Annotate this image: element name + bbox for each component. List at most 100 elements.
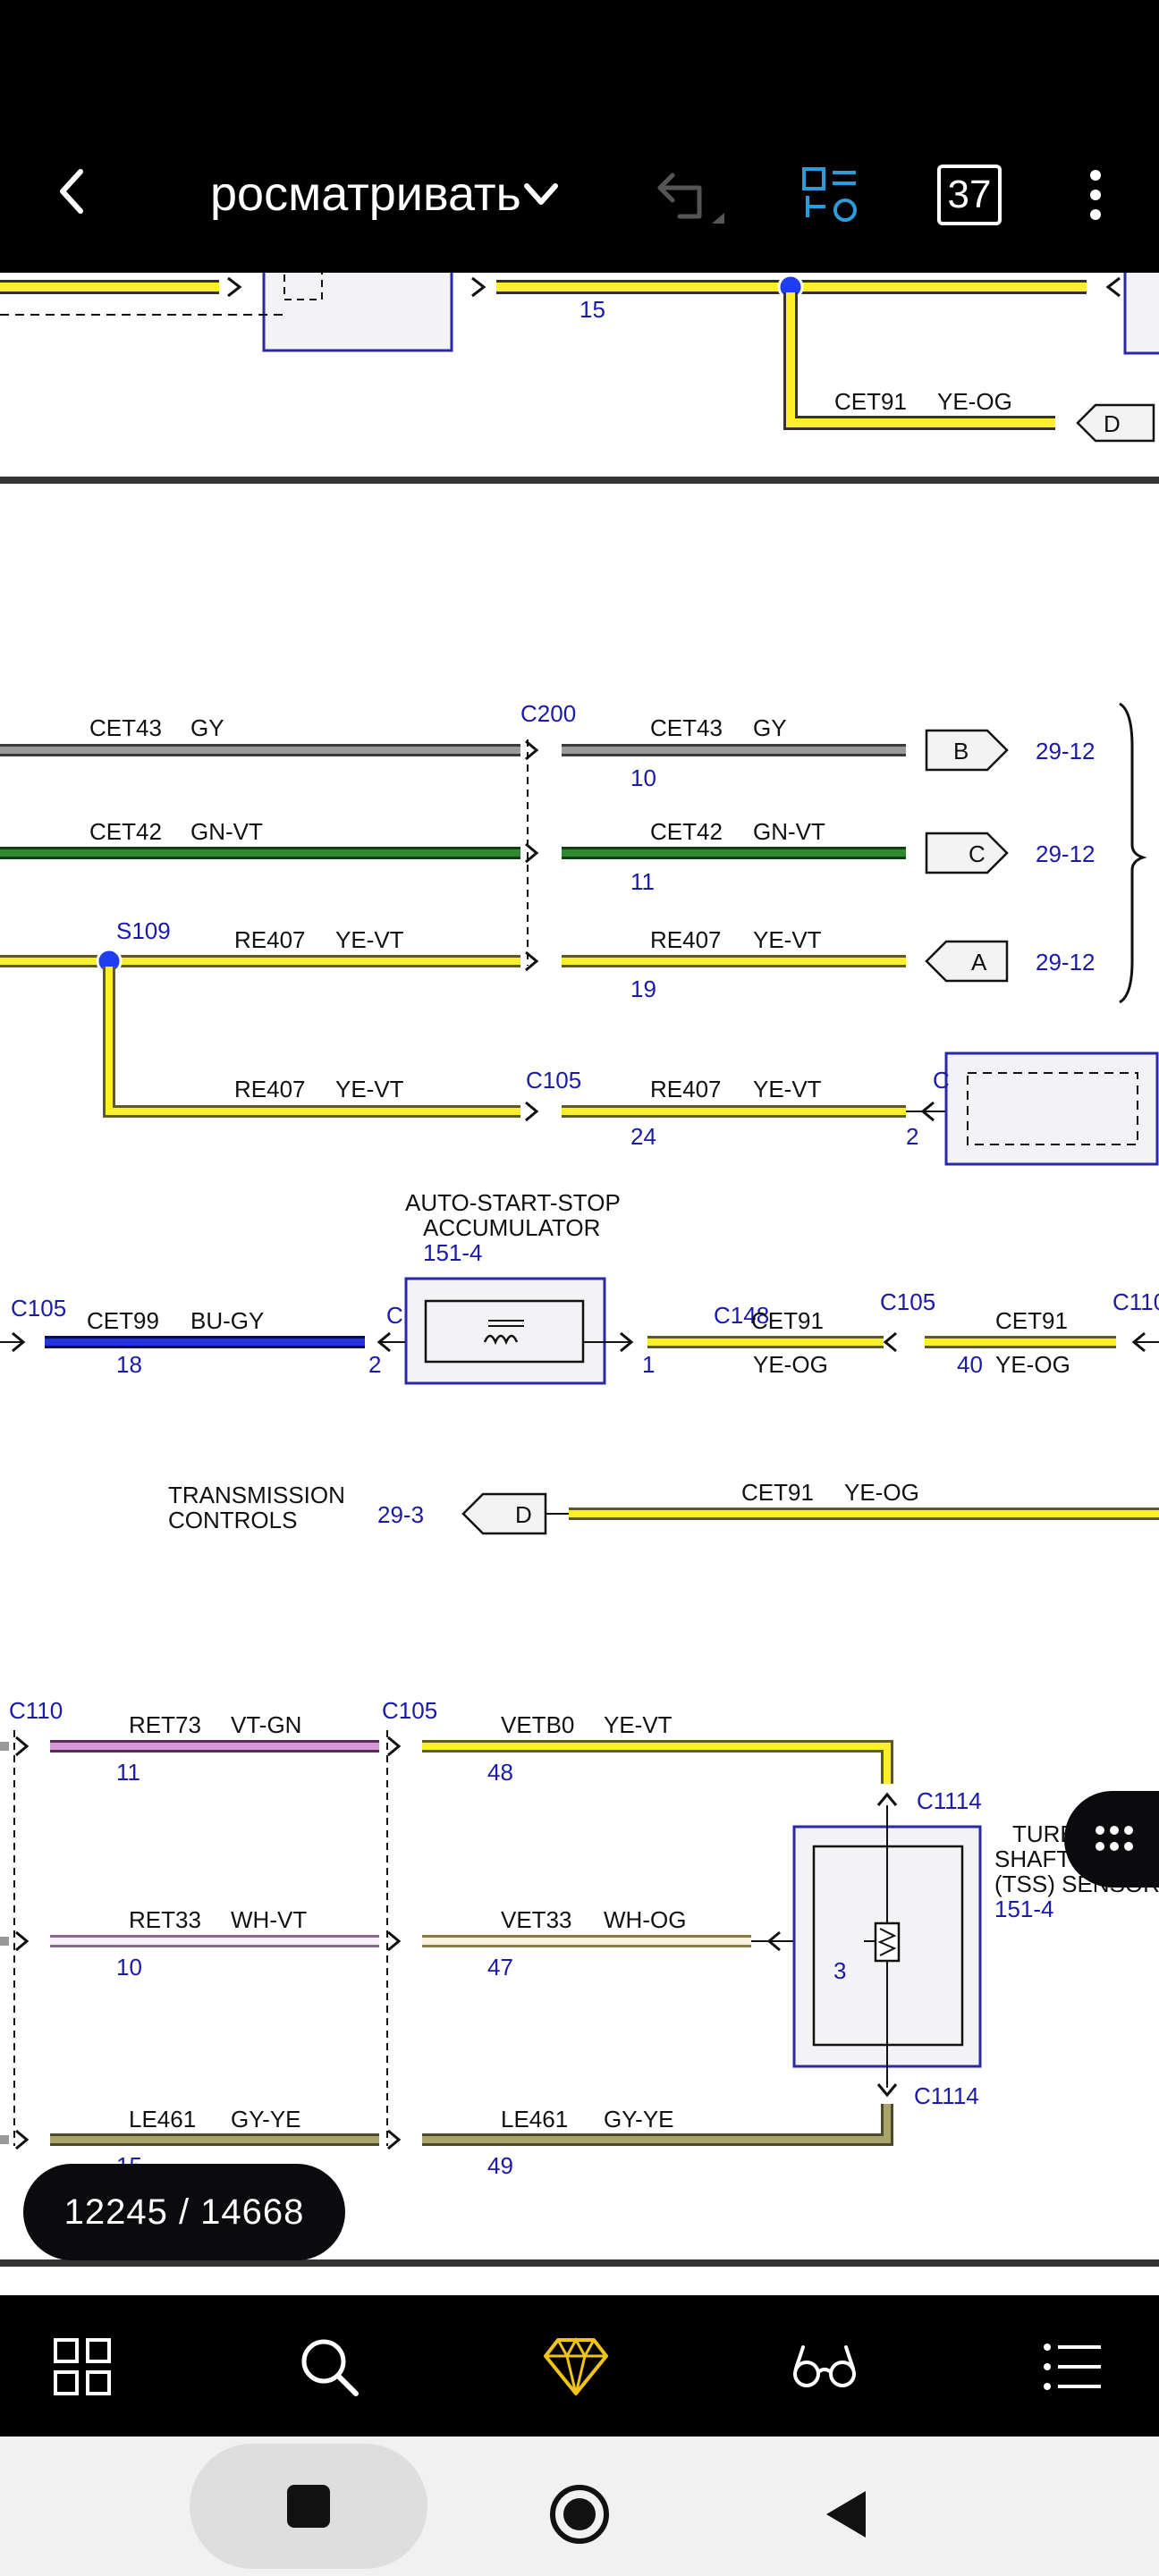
- wire-color: YE-OG: [753, 1351, 828, 1378]
- pin-number: 10: [630, 764, 656, 791]
- search-icon[interactable]: [293, 2331, 365, 2403]
- top-connector: D: [1104, 410, 1121, 437]
- wire-color: YE-VT: [753, 926, 822, 953]
- pin-number: 11: [116, 1759, 140, 1786]
- pin-number: 24: [630, 1123, 656, 1150]
- pin-number: 18: [116, 1351, 142, 1378]
- connector-letter: B: [953, 738, 969, 764]
- toc-icon[interactable]: [796, 161, 864, 229]
- top-component-box: [262, 273, 453, 352]
- connector-b: [925, 729, 1009, 772]
- wire-color: GY-YE: [231, 2106, 301, 2133]
- pin-number: 49: [487, 2152, 513, 2179]
- trans-label: CONTROLS: [168, 1507, 297, 1533]
- connector-c105: C105: [11, 1295, 66, 1322]
- wire-label: LE461: [129, 2106, 196, 2133]
- glasses-icon[interactable]: [789, 2331, 860, 2403]
- wire-color: YE-VT: [335, 1076, 404, 1102]
- connector-d-top: [1076, 403, 1155, 443]
- connector-c105: C105: [526, 1067, 581, 1094]
- top-branch-color: YE-OG: [937, 388, 1012, 415]
- connector-letter: A: [971, 949, 987, 976]
- tss-name: SHAFT: [994, 1845, 1070, 1872]
- wire-label: CET43: [650, 714, 723, 741]
- connector-c1114: C1114: [917, 1787, 982, 1814]
- wire-label: LE461: [501, 2106, 568, 2133]
- wire-color: YE-VT: [604, 1711, 673, 1738]
- home-icon[interactable]: [542, 2477, 617, 2552]
- chevron-down-icon[interactable]: [520, 173, 562, 215]
- page-ref: 29-12: [1036, 738, 1096, 764]
- wire-color: BU-GY: [190, 1307, 264, 1334]
- quick-actions-button[interactable]: [1064, 1791, 1159, 1888]
- wire-label: CET43: [89, 714, 162, 741]
- top-branch-circuit: CET91: [834, 388, 907, 415]
- connector-d: [461, 1492, 547, 1535]
- page-counter: 12245 / 14668: [23, 2164, 345, 2260]
- pin-number: 19: [630, 976, 656, 1002]
- accumulator-title: AUTO-START-STOP: [405, 1189, 621, 1216]
- page-badge[interactable]: 37: [937, 165, 1002, 225]
- trans-label: TRANSMISSION: [168, 1482, 345, 1508]
- accumulator-title: ACCUMULATOR: [423, 1214, 600, 1241]
- page-separator: [0, 477, 1159, 484]
- wire-label: RE407: [650, 1076, 722, 1102]
- wire-label: CET42: [89, 818, 162, 845]
- pin-number: 11: [630, 868, 655, 895]
- view-mode-title[interactable]: росматривать: [210, 167, 521, 221]
- page-ref: 29-12: [1036, 949, 1096, 976]
- wire-color: GY: [190, 714, 224, 741]
- page-ref: 29-12: [1036, 840, 1096, 867]
- page-ref: 151-4: [994, 1896, 1054, 1922]
- wire-label: VET33: [501, 1906, 572, 1933]
- connector-c: [925, 832, 1009, 874]
- recents-button[interactable]: [190, 2444, 427, 2569]
- grid-icon[interactable]: [47, 2331, 118, 2403]
- more-icon[interactable]: [1073, 161, 1118, 229]
- wire-label: RE407: [234, 1076, 306, 1102]
- connector-c148: C148: [714, 1302, 769, 1329]
- diamond-icon[interactable]: [540, 2331, 612, 2403]
- wire-label: RET73: [129, 1711, 201, 1738]
- top-pin-15: 15: [580, 296, 605, 323]
- connector-a: [925, 940, 1009, 983]
- module-box: [944, 1052, 1159, 1166]
- connector-c110: C110: [1112, 1288, 1159, 1315]
- back-triangle-icon[interactable]: [810, 2477, 885, 2552]
- wire-color: YE-OG: [995, 1351, 1070, 1378]
- pin-number: 47: [487, 1954, 513, 1981]
- wire-color: WH-OG: [604, 1906, 686, 1933]
- wire-color: GN-VT: [753, 818, 825, 845]
- connector-c200: C200: [520, 700, 576, 727]
- pin-number: 2: [906, 1123, 918, 1150]
- connector-c: C: [933, 1067, 950, 1094]
- page-ref: 29-3: [377, 1501, 424, 1528]
- wiring-diagram-view[interactable]: 15 CET91 YE-OG D CET43 GY C200 CET43 GY …: [0, 273, 1159, 2293]
- bottom-toolbar: [0, 2295, 1159, 2437]
- pin-number: 48: [487, 1759, 513, 1786]
- app-toolbar: росматривать 37: [0, 0, 1159, 273]
- page-separator: [0, 2259, 1159, 2267]
- wire-color: GY: [753, 714, 787, 741]
- wire-color: YE-VT: [335, 926, 404, 953]
- wire-label: CET91: [751, 1307, 824, 1334]
- list-icon[interactable]: [1037, 2331, 1109, 2403]
- pin-number: 3: [833, 1957, 846, 1984]
- wire-label: VETB0: [501, 1711, 574, 1738]
- connector-c105: C105: [880, 1288, 935, 1315]
- wiring-diagram: 15 CET91 YE-OG D CET43 GY C200 CET43 GY …: [0, 273, 1159, 2267]
- undo-icon[interactable]: [653, 161, 733, 232]
- connector-letter: D: [515, 1501, 532, 1528]
- wire-color: GY-YE: [604, 2106, 674, 2133]
- wire-label: RE407: [650, 926, 722, 953]
- connector-letter: C: [969, 840, 986, 867]
- wire-color: YE-VT: [753, 1076, 822, 1102]
- accumulator-box: [404, 1277, 606, 1385]
- back-icon[interactable]: [43, 157, 100, 225]
- pin-number: 40: [957, 1351, 983, 1378]
- connector-c105: C105: [382, 1697, 437, 1724]
- pin-number: 1: [642, 1351, 655, 1378]
- connector-c1114: C1114: [914, 2082, 979, 2109]
- pin-number: 10: [116, 1954, 142, 1981]
- wire-color: VT-GN: [231, 1711, 301, 1738]
